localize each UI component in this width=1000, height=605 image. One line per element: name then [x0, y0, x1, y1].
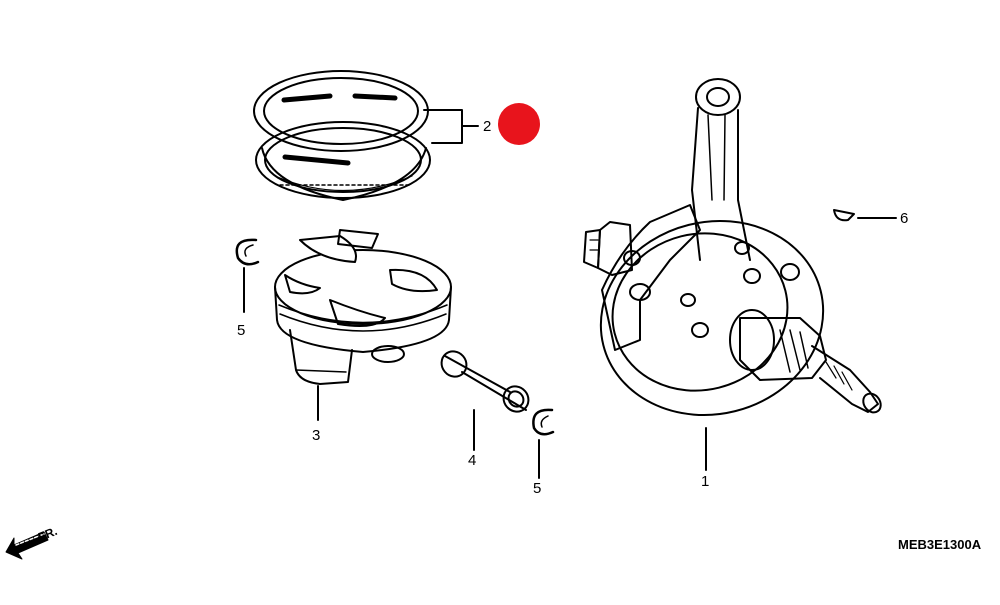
piston-ring-set[interactable]	[253, 70, 431, 201]
callout-5-left: 5	[237, 322, 246, 339]
piston-pin-clip-right[interactable]	[532, 408, 555, 479]
callout-4: 4	[468, 452, 477, 469]
highlight-marker	[498, 103, 540, 145]
crankshaft[interactable]	[580, 78, 884, 471]
piston-pin[interactable]	[436, 346, 533, 451]
callout-2: 2	[483, 118, 492, 135]
callout-5-right: 5	[533, 480, 542, 497]
drawing-code: MEB3E1300A	[898, 537, 982, 552]
front-direction-arrow-icon	[5, 531, 49, 560]
callout-leader-2	[423, 109, 479, 144]
callout-1: 1	[701, 473, 710, 490]
piston-pin-clip-left[interactable]	[235, 238, 260, 313]
piston[interactable]	[274, 229, 452, 421]
callout-6: 6	[900, 210, 909, 227]
woodruff-key[interactable]	[833, 209, 897, 222]
callout-3: 3	[312, 427, 321, 444]
